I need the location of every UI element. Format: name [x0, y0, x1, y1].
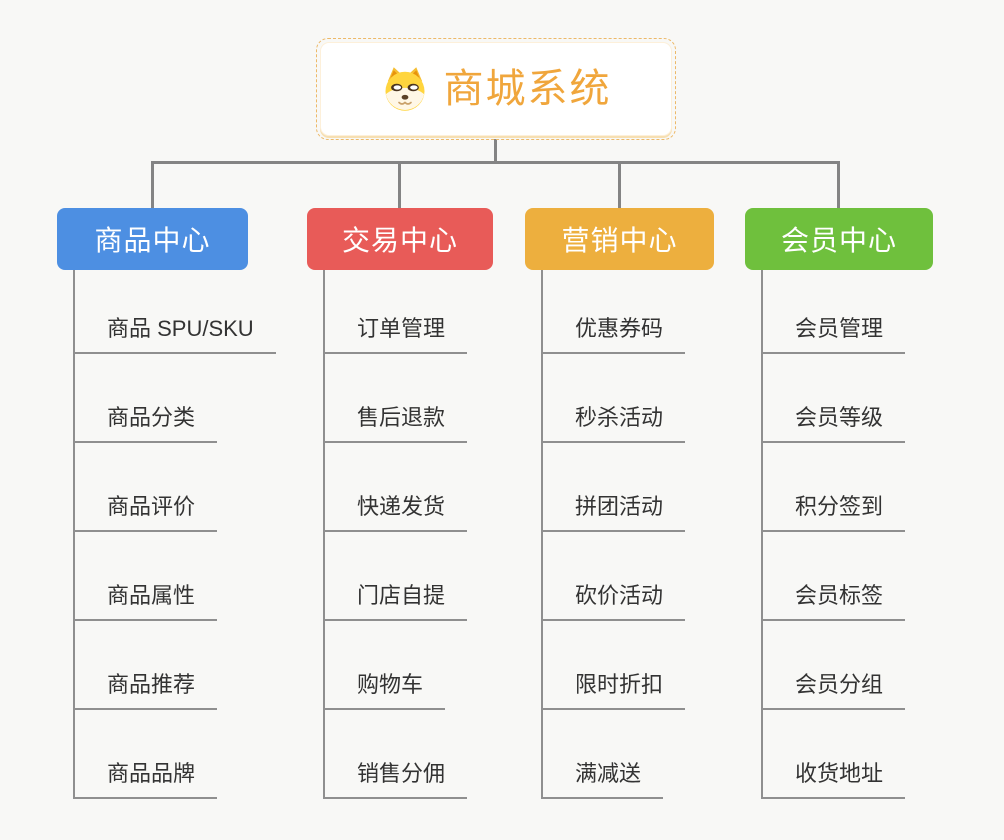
root-node-title: 商城系统 [443, 67, 612, 111]
leaf-node[interactable]: 积分签到 [763, 443, 906, 532]
leaf-node[interactable]: 砍价活动 [543, 532, 686, 621]
branch-node-member-center[interactable]: 会员中心 [745, 208, 933, 270]
leaf-node[interactable]: 门店自提 [325, 532, 468, 621]
connector-drop-marketing [618, 163, 621, 209]
leaf-list-product: 商品 SPU/SKU 商品分类 商品评价 商品属性 商品推荐 商品品牌 [73, 270, 276, 799]
leaf-node[interactable]: 售后退款 [325, 354, 468, 443]
branch-label: 营销中心 [561, 225, 678, 256]
connector-horizontal-bar [151, 161, 840, 164]
leaf-node[interactable]: 收货地址 [763, 710, 906, 799]
leaf-node[interactable]: 快递发货 [325, 443, 468, 532]
leaf-node[interactable]: 满减送 [543, 710, 664, 799]
root-node-mall-system[interactable]: 商城系统 [316, 38, 676, 140]
leaf-list-trade: 订单管理 售后退款 快递发货 门店自提 购物车 销售分佣 [323, 270, 468, 799]
leaf-node[interactable]: 商品推荐 [75, 621, 218, 710]
dog-face-icon [385, 67, 424, 111]
branch-label: 会员中心 [780, 225, 897, 256]
leaf-node[interactable]: 限时折扣 [543, 621, 686, 710]
branch-node-marketing-center[interactable]: 营销中心 [525, 208, 714, 270]
leaf-node[interactable]: 销售分佣 [325, 710, 468, 799]
root-node-body: 商城系统 [320, 42, 672, 136]
leaf-node[interactable]: 商品 SPU/SKU [75, 270, 276, 354]
leaf-node[interactable]: 商品分类 [75, 354, 218, 443]
connector-drop-member [837, 163, 840, 209]
leaf-list-marketing: 优惠券码 秒杀活动 拼团活动 砍价活动 限时折扣 满减送 [541, 270, 686, 799]
connector-drop-product [151, 163, 154, 209]
connector-root-stem [494, 139, 497, 164]
leaf-node[interactable]: 商品评价 [75, 443, 218, 532]
branch-node-product-center[interactable]: 商品中心 [57, 208, 248, 270]
leaf-node[interactable]: 购物车 [325, 621, 446, 710]
leaf-node[interactable]: 拼团活动 [543, 443, 686, 532]
branch-label: 商品中心 [94, 225, 211, 256]
branch-node-trade-center[interactable]: 交易中心 [307, 208, 493, 270]
leaf-node[interactable]: 商品属性 [75, 532, 218, 621]
leaf-node[interactable]: 订单管理 [325, 270, 468, 354]
leaf-node[interactable]: 会员等级 [763, 354, 906, 443]
leaf-node[interactable]: 会员标签 [763, 532, 906, 621]
connector-drop-trade [398, 163, 401, 209]
leaf-node[interactable]: 商品品牌 [75, 710, 218, 799]
leaf-node[interactable]: 会员管理 [763, 270, 906, 354]
branch-label: 交易中心 [341, 225, 458, 256]
leaf-list-member: 会员管理 会员等级 积分签到 会员标签 会员分组 收货地址 [761, 270, 906, 799]
leaf-node[interactable]: 会员分组 [763, 621, 906, 710]
leaf-node[interactable]: 秒杀活动 [543, 354, 686, 443]
leaf-node[interactable]: 优惠券码 [543, 270, 686, 354]
